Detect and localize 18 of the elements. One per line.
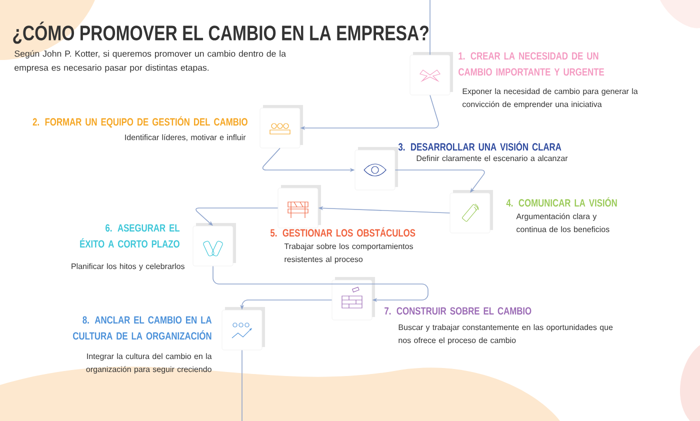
step-description: Identificar líderes, motivar e influir — [125, 134, 246, 142]
step-description: Buscar y trabajar constantemente en las oportunidades que nos ofrece el proceso de cambio — [398, 324, 613, 345]
step-description: Argumentación clara y continua de los beneficios — [516, 213, 610, 232]
step-heading: 8. ANCLAR EL CAMBIO EN LA CULTURA DE LA ORGANIZACIÓN — [73, 316, 212, 340]
step-description: Exponer la necesidad de cambio para generar la convicción de emprender una iniciativa — [462, 88, 638, 109]
step-heading: 3. DESARROLLAR UNA VISIÓN CLARA — [398, 141, 562, 151]
step-heading: 2. FORMAR UN EQUIPO DE GESTIÓN DEL CAMBIO — [32, 116, 248, 128]
step-description: Trabajar sobre los comportamientos resistentes al proceso — [284, 243, 413, 264]
title: ¿CÓMO PROMOVER EL CAMBIO EN LA EMPRESA? — [13, 22, 428, 44]
step-heading: 1. CREAR LA NECESIDAD DE UN CAMBIO IMPORTANTE Y URGENTE — [458, 52, 604, 76]
step-heading: 7. CONSTRUIR SOBRE EL CAMBIO — [384, 307, 532, 315]
step-description: Planificar los hitos y celebrarlos — [72, 263, 184, 271]
step-heading: 5. GESTIONAR LOS OBSTÁCULOS — [270, 227, 416, 237]
step-heading: 4. COMUNICAR LA VISIÓN — [506, 197, 617, 207]
intro-text: Según John P. Kotter, si queremos promover un cambio dentro de la empresa es necesario pasar por distintas etapas. — [14, 50, 286, 72]
step-description: Integrar la cultura del cambio en la organización para seguir creciendo — [86, 353, 212, 374]
step-heading: 6. ASEGURAR EL ÉXITO A CORTO PLAZO — [80, 224, 180, 248]
step-description: Definir claramente el escenario a alcanzar — [416, 155, 568, 162]
